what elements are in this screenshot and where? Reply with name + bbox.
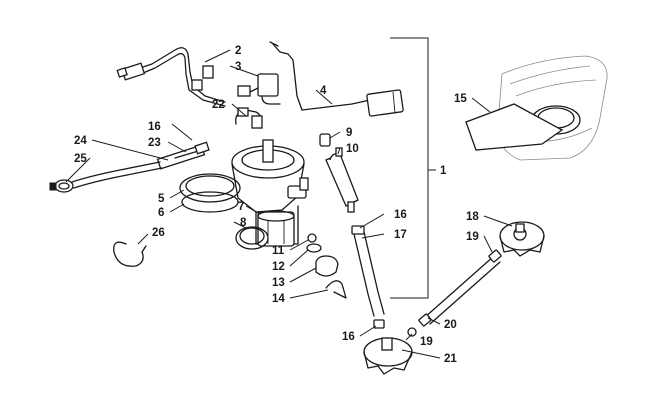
callout-6: 6	[158, 207, 164, 219]
callout-21: 21	[444, 353, 457, 365]
callout-16-c: 16	[342, 331, 355, 343]
callout-25: 25	[74, 153, 87, 165]
callout-1: 1	[440, 165, 447, 177]
callout-2: 2	[235, 45, 241, 57]
callout-12: 12	[272, 261, 285, 273]
callout-15: 15	[454, 93, 467, 105]
callout-19-a: 19	[466, 231, 479, 243]
callout-19-b: 19	[420, 336, 433, 348]
callout-7: 7	[238, 201, 244, 213]
callout-23: 23	[148, 137, 161, 149]
hose	[351, 225, 385, 329]
wiring-harness	[116, 47, 226, 107]
callout-11: 11	[272, 245, 285, 257]
callout-labels: 1 2 3 4 5 6 7 8 9 10 11 12 13 14 15 16 1…	[74, 45, 479, 365]
pump-assembly	[231, 139, 309, 247]
fuel-pump	[319, 133, 359, 213]
callout-16-b: 16	[394, 209, 407, 221]
callout-5: 5	[158, 193, 165, 205]
sender-wire	[269, 41, 404, 117]
assembly-bracket	[390, 37, 436, 299]
tank-cover	[465, 55, 608, 161]
tube	[418, 249, 502, 327]
fuel-line	[49, 141, 210, 193]
callout-8: 8	[240, 217, 247, 229]
callout-10: 10	[346, 143, 359, 155]
callout-22: 22	[212, 99, 225, 111]
callout-3: 3	[235, 61, 241, 73]
elbow-fitting	[235, 107, 263, 129]
callout-4: 4	[320, 85, 327, 97]
fitting-upper	[499, 221, 545, 257]
callout-20: 20	[444, 319, 457, 331]
callout-16-a: 16	[148, 121, 161, 133]
o-rings	[179, 173, 241, 213]
callout-17: 17	[394, 229, 407, 241]
callout-13: 13	[272, 277, 285, 289]
connector	[237, 73, 281, 105]
spring-clip	[113, 241, 147, 267]
leader-lines	[65, 49, 513, 359]
clamp	[235, 226, 269, 250]
callout-9: 9	[346, 127, 352, 139]
callout-14: 14	[272, 293, 285, 305]
fitting-lower	[363, 327, 417, 375]
callout-18: 18	[466, 211, 479, 223]
callout-26: 26	[152, 227, 165, 239]
callout-24: 24	[74, 135, 87, 147]
filter-parts	[306, 233, 347, 299]
